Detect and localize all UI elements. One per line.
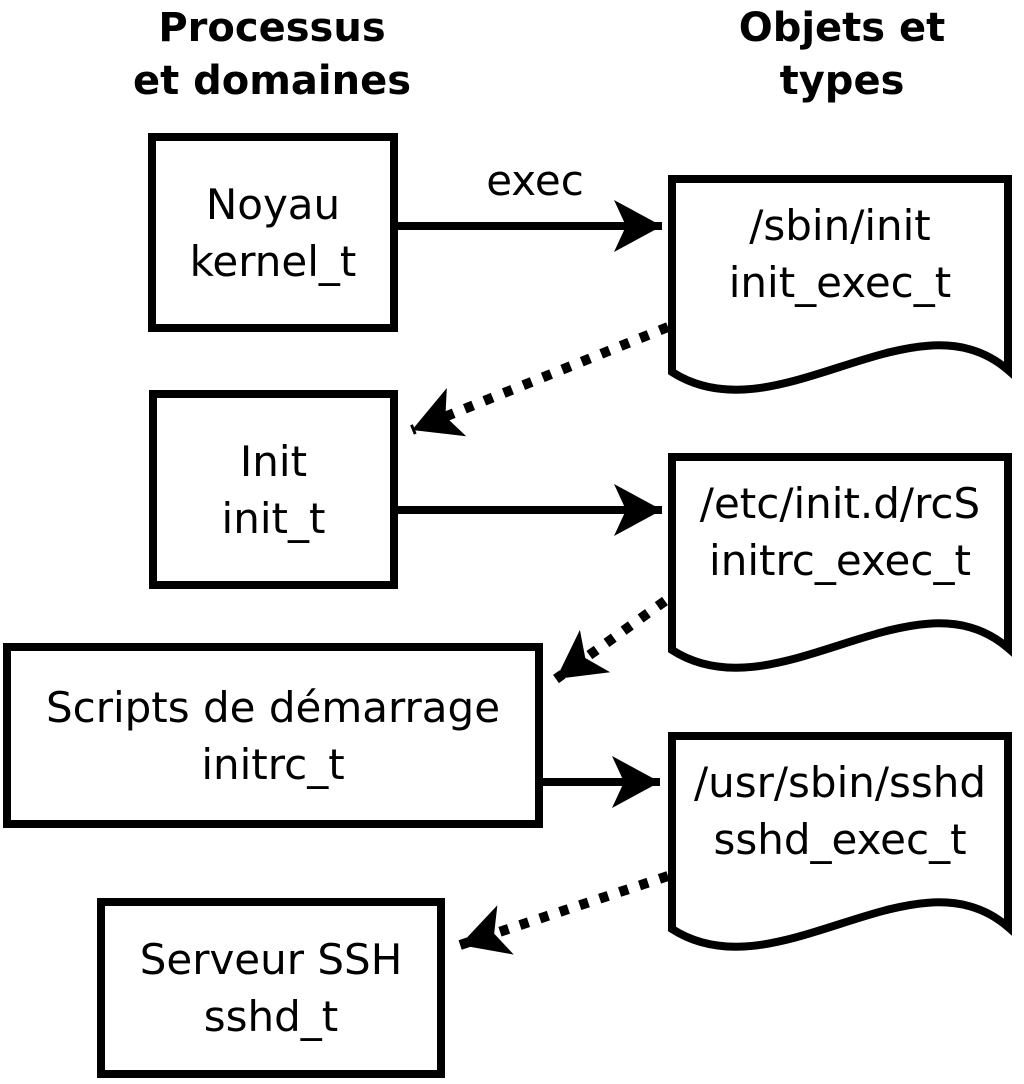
column-header-objects-line1: Objets et bbox=[738, 5, 946, 51]
object-doc-text: /etc/init.d/rcS initrc_exec_t bbox=[664, 475, 1016, 589]
object-doc-init-exec: /sbin/init init_exec_t bbox=[664, 171, 1016, 411]
process-type-label: initrc_t bbox=[201, 739, 345, 789]
object-doc-text: /usr/sbin/sshd sshd_exec_t bbox=[664, 754, 1016, 868]
process-name-label: Noyau bbox=[205, 179, 341, 229]
document-shape-icon bbox=[668, 453, 1012, 672]
process-box-kernel: Noyau kernel_t bbox=[148, 133, 398, 332]
transition-arrow-initrc-exec-to-initrc bbox=[553, 596, 668, 684]
transition-arrow-init-exec-to-init bbox=[410, 322, 670, 437]
column-header-objects: Objets et types bbox=[692, 2, 992, 108]
process-type-label: kernel_t bbox=[189, 236, 357, 286]
column-header-objects-line2: types bbox=[779, 58, 905, 104]
process-box-initrc: Scripts de démarrage initrc_t bbox=[3, 643, 543, 828]
column-header-processes-line1: Processus bbox=[158, 5, 386, 51]
exec-arrow-label: exec bbox=[486, 156, 584, 205]
object-type-label: initrc_exec_t bbox=[709, 536, 971, 585]
process-name-label: Scripts de démarrage bbox=[45, 682, 501, 732]
process-box-init: Init init_t bbox=[149, 390, 398, 589]
object-path-label: /sbin/init bbox=[749, 201, 931, 250]
transition-arrow-sshd-exec-to-sshd bbox=[458, 871, 670, 955]
process-box-sshd: Serveur SSH sshd_t bbox=[97, 898, 445, 1078]
object-doc-text: /sbin/init init_exec_t bbox=[664, 197, 1016, 311]
object-type-label: init_exec_t bbox=[728, 258, 952, 307]
object-type-label: sshd_exec_t bbox=[713, 815, 967, 864]
column-header-processes: Processus et domaines bbox=[122, 2, 422, 108]
document-shape-icon bbox=[668, 175, 1012, 394]
process-name-label: Serveur SSH bbox=[139, 935, 403, 984]
document-shape-icon bbox=[668, 732, 1012, 951]
column-header-processes-line2: et domaines bbox=[132, 58, 412, 104]
process-type-label: sshd_t bbox=[203, 992, 339, 1041]
object-path-label: /etc/init.d/rcS bbox=[699, 479, 981, 528]
object-path-label: /usr/sbin/sshd bbox=[693, 758, 987, 807]
process-type-label: init_t bbox=[221, 493, 326, 543]
process-name-label: Init bbox=[239, 436, 308, 486]
object-doc-sshd-exec: /usr/sbin/sshd sshd_exec_t bbox=[664, 728, 1016, 968]
object-doc-initrc-exec: /etc/init.d/rcS initrc_exec_t bbox=[664, 449, 1016, 689]
